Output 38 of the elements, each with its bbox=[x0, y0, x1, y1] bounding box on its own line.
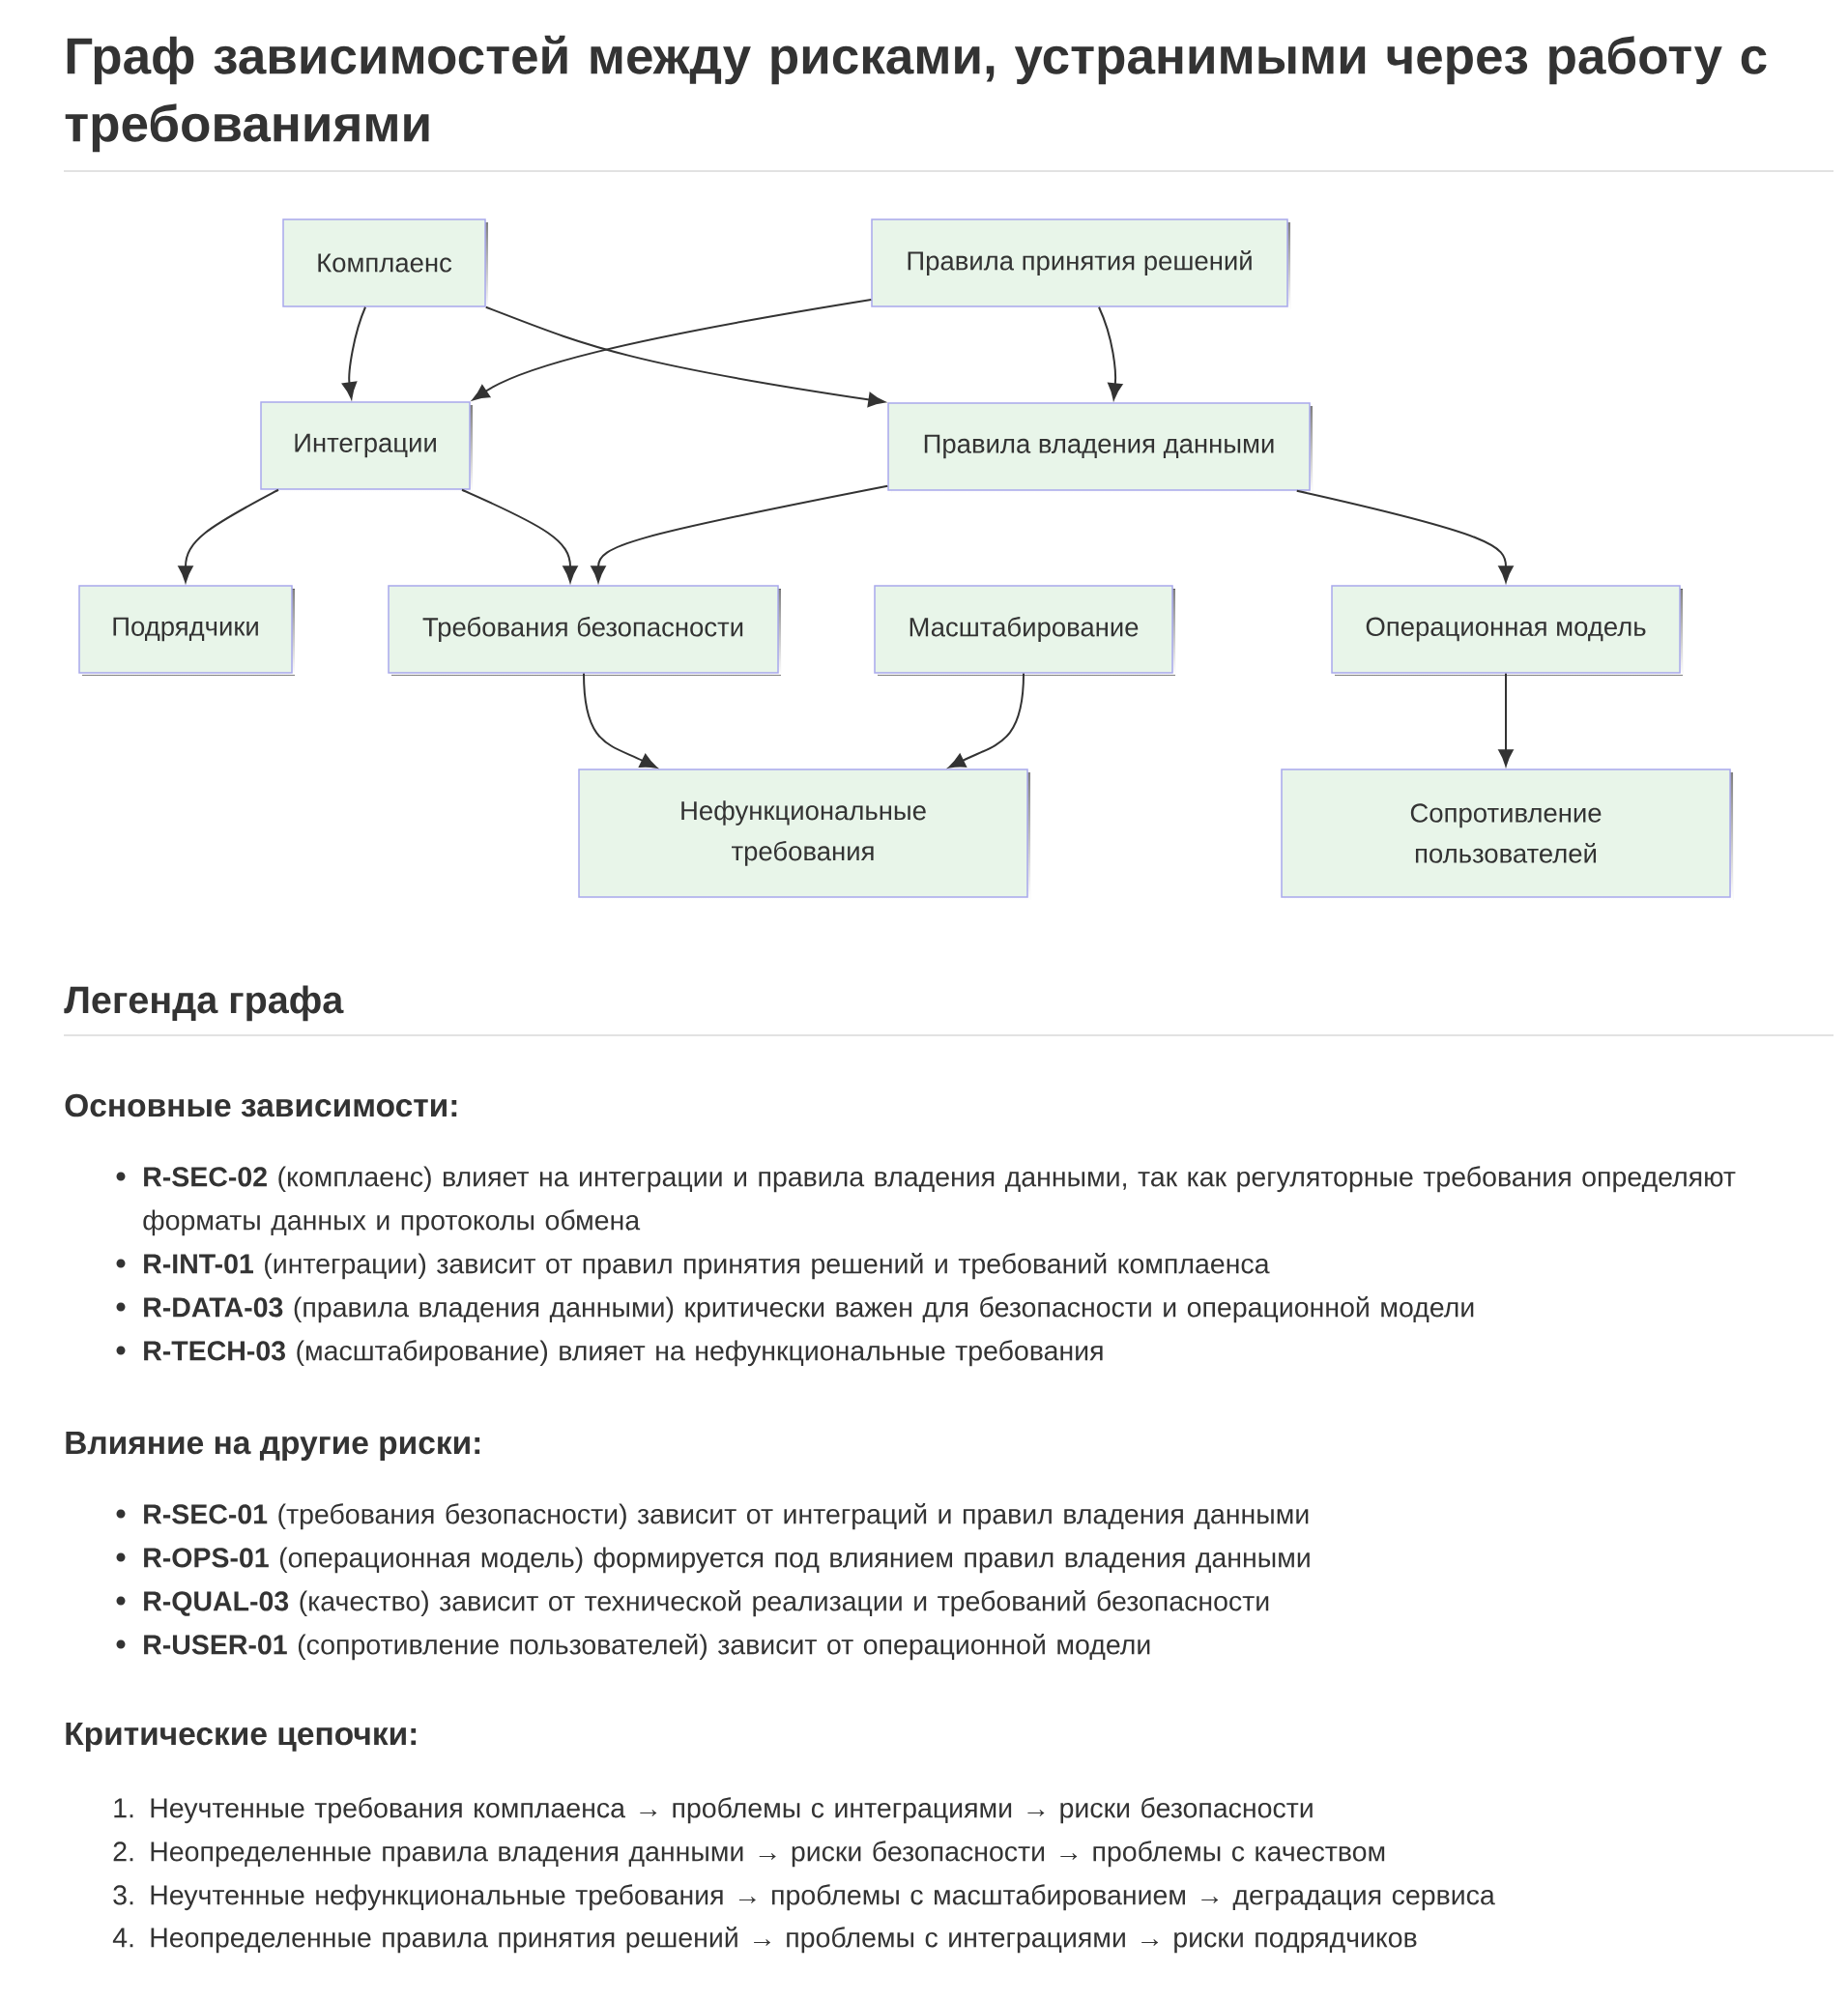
risk-box: Правила владения данными bbox=[887, 402, 1313, 493]
arrow bbox=[591, 484, 889, 583]
subheading: Основные зависимости: bbox=[65, 1093, 457, 1117]
risk-box: Операционная модель bbox=[1331, 585, 1683, 676]
risk-box: Масштабирование bbox=[874, 585, 1175, 676]
arrow bbox=[948, 672, 1025, 768]
arrow bbox=[1098, 305, 1123, 400]
list-item: 4. Неопределенные правила принятия решений → проблемы с интеграциями → риски подрядчиков bbox=[112, 1927, 1417, 1954]
arrow bbox=[472, 299, 873, 401]
arrow bbox=[1498, 672, 1514, 767]
subheading: Критические цепочки: bbox=[66, 1722, 417, 1752]
risk-box: Нефункциональные требования bbox=[578, 768, 1030, 900]
list-item: R-INT-01 (интеграции) зависит от правил принятия решений и требований комплаенса bbox=[144, 1253, 1270, 1280]
subheading: Влияние на другие риски: bbox=[66, 1431, 480, 1461]
list-item: R-SEC-01 (требования безопасности) зависит от интеграций и правил владения данными bbox=[144, 1503, 1309, 1530]
arrow bbox=[583, 672, 657, 768]
risk-box: Комплаенс bbox=[282, 218, 488, 309]
risk-box: Требования безопасности bbox=[388, 585, 781, 676]
list-item: R-DATA-03 (правила владения данными) критически важен для безопасности и операционной модели bbox=[144, 1296, 1474, 1323]
arrow bbox=[1295, 489, 1514, 583]
list-item: 1. Неучтенные требования комплаенса → проблемы с интеграциями → риски безопасности bbox=[114, 1797, 1313, 1824]
risk-box: Подрядчики bbox=[78, 585, 295, 676]
arrow bbox=[178, 488, 279, 583]
arrow bbox=[461, 488, 578, 583]
diagram-title: Граф зависимостей между рисками, устранимыми через работу с требованиями bbox=[65, 35, 1767, 153]
list-item: 3. Неучтенные нефункциональные требования → проблемы с масштабированием → деградация сервиса bbox=[113, 1884, 1495, 1911]
list-item: R-TECH-03 (масштабирование) влияет на нефункциональные требования bbox=[144, 1340, 1103, 1367]
risk-box: Интеграции bbox=[260, 401, 473, 492]
list-item: R-USER-01 (сопротивление пользователей) зависит от операционной модели bbox=[144, 1634, 1150, 1661]
arrow bbox=[484, 305, 885, 408]
arrow bbox=[341, 305, 366, 399]
risk-box: Правила принятия решений bbox=[871, 218, 1290, 309]
list-item: R-OPS-01 (операционная модель) формируется под влиянием правил владения данными bbox=[144, 1547, 1310, 1574]
list-item: 2. Неопределенные правила владения данными → риски безопасности → проблемы с качеством bbox=[113, 1841, 1385, 1868]
list-item: R-QUAL-03 (качество) зависит от технической реализации и требований безопасности bbox=[144, 1590, 1269, 1617]
list-item: R-SEC-02 (комплаенс) влияет на интеграции и правила владения данными, так как регуляторные требования определяют форматы данных и протоколы обмена bbox=[143, 1166, 1736, 1236]
risk-box: Сопротивление пользователей bbox=[1281, 768, 1733, 900]
section-heading: Легенда графа bbox=[64, 985, 344, 1022]
